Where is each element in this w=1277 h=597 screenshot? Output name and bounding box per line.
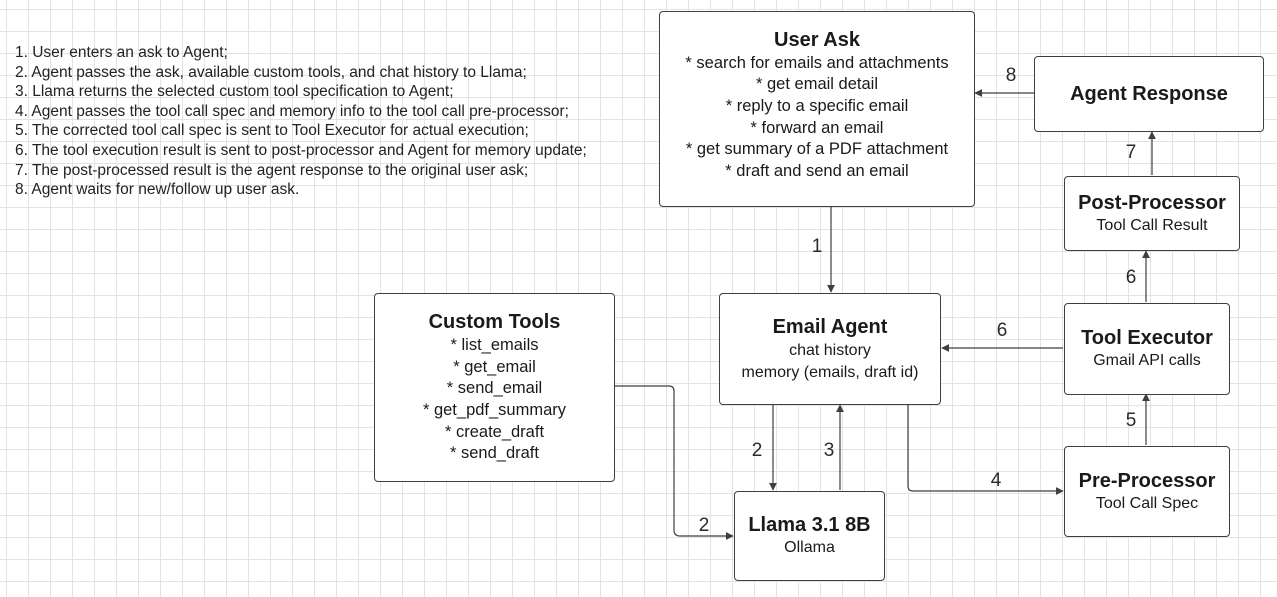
edge-label-post-to-response: 7	[1125, 142, 1137, 163]
edge-label-agent-to-pre: 4	[990, 470, 1002, 491]
edge-label-pre-to-exec: 5	[1125, 410, 1137, 431]
custom-tools-line: * get_email	[453, 357, 536, 376]
edge-agent-to-pre	[907, 404, 1064, 495]
llama-title: Llama 3.1 8B	[748, 514, 871, 536]
step-item: 6. The tool execution result is sent to …	[15, 141, 587, 159]
user-ask-line: * get summary of a PDF attachment	[685, 140, 949, 159]
custom-tools-line: * list_emails	[450, 336, 539, 355]
steps-list: 1. User enters an ask to Agent; 2. Agent…	[15, 43, 587, 200]
edge-label-exec-to-post: 6	[1125, 267, 1137, 288]
user-ask-line: * draft and send an email	[725, 161, 909, 180]
user-ask-title: User Ask	[774, 28, 860, 51]
agent-response-node: Agent Response	[1034, 56, 1264, 132]
llama-subtitle: Ollama	[784, 539, 835, 556]
tool-executor-node: Tool Executor Gmail API calls	[1064, 303, 1230, 395]
post-processor-subtitle: Tool Call Result	[1096, 216, 1208, 234]
custom-tools-title: Custom Tools	[428, 311, 561, 334]
edge-label-exec-to-agent: 6	[996, 320, 1008, 341]
post-processor-node: Post-Processor Tool Call Result	[1064, 176, 1240, 251]
user-ask-line: * reply to a specific email	[725, 96, 909, 115]
tool-executor-subtitle: Gmail API calls	[1093, 352, 1201, 369]
step-item: 4. Agent passes the tool call spec and m…	[15, 102, 569, 120]
pre-processor-title: Pre-Processor	[1078, 469, 1216, 492]
edge-label-user-to-agent: 1	[811, 236, 823, 257]
step-item: 1. User enters an ask to Agent;	[15, 44, 228, 61]
tool-executor-title: Tool Executor	[1081, 327, 1213, 349]
edge-label-llama-to-agent: 3	[823, 440, 835, 461]
email-agent-node: Email Agent chat history memory (emails,…	[719, 293, 941, 405]
user-ask-line: * forward an email	[750, 118, 884, 137]
step-item: 7. The post-processed result is the agen…	[15, 161, 529, 179]
edge-label-agent-to-llama: 2	[751, 440, 763, 461]
email-agent-title: Email Agent	[772, 315, 888, 338]
agent-response-title: Agent Response	[1070, 83, 1228, 105]
pre-processor-subtitle: Tool Call Spec	[1095, 494, 1199, 512]
custom-tools-node: Custom Tools * list_emails * get_email *…	[374, 293, 615, 482]
step-item: 5. The corrected tool call spec is sent …	[15, 122, 529, 140]
edge-label-tools-to-llama: 2	[698, 515, 710, 536]
pre-processor-node: Pre-Processor Tool Call Spec	[1064, 446, 1230, 537]
user-ask-node: User Ask * search for emails and attachm…	[659, 11, 975, 207]
edge-label-response-to-user: 8	[1005, 65, 1017, 86]
user-ask-line: * search for emails and attachments	[685, 53, 949, 72]
custom-tools-line: * get_pdf_summary	[422, 401, 567, 419]
step-item: 3. Llama returns the selected custom too…	[15, 83, 454, 101]
step-item: 2. Agent passes the ask, available custo…	[15, 63, 527, 81]
user-ask-line: * get email detail	[756, 75, 878, 94]
edge-tools-to-llama	[614, 385, 734, 540]
post-processor-title: Post-Processor	[1078, 191, 1226, 214]
custom-tools-line: * create_draft	[444, 422, 545, 441]
llama-node: Llama 3.1 8B Ollama	[734, 491, 885, 581]
email-agent-line: chat history	[789, 341, 871, 359]
custom-tools-line: * send_draft	[450, 444, 539, 463]
step-item: 8. Agent waits for new/follow up user as…	[15, 181, 300, 199]
custom-tools-line: * send_email	[446, 379, 543, 398]
email-agent-line: memory (emails, draft id)	[741, 363, 919, 381]
